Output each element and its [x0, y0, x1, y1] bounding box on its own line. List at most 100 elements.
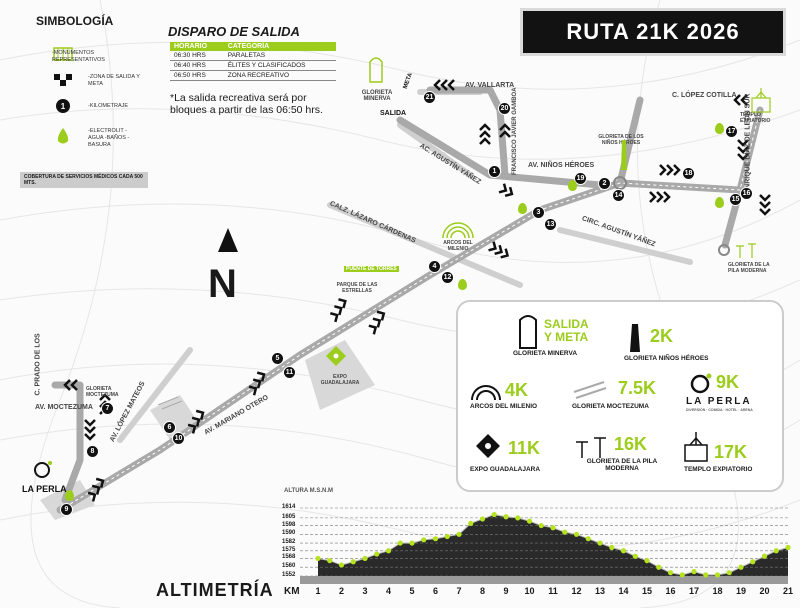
altimetry-x-tick: 13 [594, 586, 605, 596]
legend-item-7-km: 17K [714, 442, 748, 462]
altimetry-x-tick: 8 [479, 586, 485, 596]
place-minerva: GLORIETA MINERVA [361, 90, 393, 102]
water-station-icon [568, 180, 577, 191]
place-arcos: ARCOS DEL MILENIO [443, 240, 473, 252]
legend-item-2-place: ARCOS DEL MILENIO [470, 403, 538, 410]
map-title: RUTA 21K 2026 [520, 8, 786, 56]
km-marker-20: 20 [498, 102, 511, 115]
altimetry-heading: ALTIMETRÍA [156, 580, 274, 600]
water-station-icon [715, 197, 724, 208]
legend-item-6-place: GLORIETA DE LA PILA MODERNA [586, 458, 658, 472]
north-label: N [208, 262, 237, 306]
km-marker-3: 3 [532, 206, 545, 219]
altimetry-x-tick: 10 [524, 586, 535, 596]
symbology-item-services: -ELECTROLIT -AGUA -BAÑOS -BASURA [88, 128, 130, 148]
road-lopez-mateos [117, 347, 193, 443]
km-marker-14: 14 [612, 189, 625, 202]
altimetry-x-tick: 19 [735, 586, 746, 596]
water-station-icon [715, 123, 724, 134]
water-station-icon [458, 279, 467, 290]
legend-item-4-km: 9K [716, 372, 740, 392]
road-circ-agustin-yanez [557, 227, 693, 265]
place-pila-moderna: GLORIETA DE LA PILA MODERNA [728, 262, 770, 274]
altimetry-x-tick: 6 [432, 586, 438, 596]
km-marker-4: 4 [428, 260, 441, 273]
place-salida: SALIDA [380, 110, 407, 117]
altimetry-axis-title: ALTURA M.S.N.M [284, 488, 333, 494]
street-prado: C. PRADO DE LOS [34, 333, 42, 396]
km-marker-12: 12 [441, 271, 454, 284]
place-la-perla: LA PERLA [22, 484, 67, 494]
street-vallarta: AV. VALLARTA [465, 82, 515, 89]
altimetry-y-tick: 1575 [282, 546, 296, 553]
place-moctezuma: GLORIETA MOCTEZUMA [86, 386, 119, 398]
km-marker-11: 11 [283, 366, 296, 379]
symbology-item-km: -KILOMETRAJE [88, 103, 129, 109]
km-marker-6: 6 [163, 421, 176, 434]
medical-coverage-note: COBERTURA DE SERVICIOS MÉDICOS CADA 500 … [20, 172, 148, 188]
altimetry-x-tick: 5 [409, 586, 415, 596]
legend-item-5-place: EXPO GUADALAJARA [470, 466, 541, 473]
km-marker-7: 7 [101, 402, 114, 415]
km-marker-21: 21 [423, 91, 436, 104]
altimetry-x-tick: 21 [782, 586, 793, 596]
altimetry-y-tick: 1598 [282, 521, 296, 528]
legend-item-7-place: TEMPLO EXPIATORIO [684, 466, 753, 473]
altimetry-y-tick: 1614 [282, 504, 296, 510]
legend-item-2-km: 4K [505, 380, 529, 400]
km-marker-8: 8 [86, 445, 99, 458]
water-station-icon [518, 203, 527, 214]
altimetry-y-tick: 1590 [282, 530, 296, 537]
direction-arrows [63, 79, 771, 502]
legend-item-4-sub: DIVERSIÓN · COMIDA · HOTEL · ARENA [686, 408, 753, 412]
altimetry-y-tick: 1605 [282, 513, 296, 520]
km-marker-10: 10 [172, 432, 185, 445]
legend-item-5-km: 11K [508, 438, 541, 458]
altimetry-x-tick: 2 [338, 586, 344, 596]
km-marker-19: 19 [574, 172, 587, 185]
street-moctezuma: AV. MOCTEZUMA [35, 404, 93, 411]
schedule-heading: DISPARO DE SALIDA [168, 24, 300, 39]
legend-item-6-km: 16K [614, 434, 648, 454]
altimetry-km-label: KM [284, 586, 300, 597]
km-marker-16: 16 [740, 187, 753, 200]
altimetry-y-tick: 1552 [282, 572, 296, 578]
legend-item-1-place: GLORIETA NIÑOS HÉROES [624, 355, 709, 362]
north-arrow-icon [218, 228, 238, 252]
schedule-note: *La salida recreativa será por bloques a… [170, 92, 323, 116]
altimetry-y-tick: 1560 [282, 563, 296, 570]
schedule-col-category: CATEGORÍA [223, 42, 336, 51]
altimetry-x-tick: 9 [503, 586, 509, 596]
altimetry-x-tick: 11 [548, 586, 558, 596]
schedule-col-time: HORARIO [170, 42, 224, 51]
street-gamboa: FRANCISCO JAVIER GAMBOA [512, 87, 518, 175]
altimetry-x-tick: 1 [315, 586, 321, 596]
km-marker-9: 9 [60, 503, 73, 516]
street-lopez-cotilla: C. LÓPEZ COTILLA [672, 92, 737, 99]
altimetry-y-tick: 1568 [282, 554, 296, 561]
km-marker-18: 18 [682, 167, 695, 180]
place-expo: EXPO GUADALAJARA [320, 374, 360, 386]
km-marker-1: 1 [488, 165, 501, 178]
road-agustin-yanez [397, 122, 473, 178]
legend-item-3-km: 7.5K [618, 378, 657, 398]
place-ninos-heroes: GLORIETA DE LOS NIÑOS HÉROES [598, 134, 644, 146]
altimetry-x-tick: 3 [362, 586, 368, 596]
altimetry-x-tick: 18 [712, 586, 723, 596]
km-marker-17: 17 [725, 125, 738, 138]
street-ninos-heroes: AV. NIÑOS HÉROES [528, 162, 595, 169]
place-parque-estrellas: PARQUE DE LAS ESTRELLAS [336, 282, 378, 294]
altimetry-x-tick: 17 [688, 586, 699, 596]
altimetry-y-tick: 1582 [282, 539, 296, 546]
altimetry-x-tick: 4 [385, 586, 391, 596]
water-station-icon [65, 490, 74, 501]
legend-item-0-km: SALIDA Y META [544, 317, 589, 344]
altimetry-x-tick: 20 [759, 586, 770, 596]
street-enrique-diaz: ENRIQUE DÍAZ DE LEÓN SUR [744, 93, 752, 194]
symbology-item-start: -ZONA DE SALIDA Y META [88, 74, 140, 87]
